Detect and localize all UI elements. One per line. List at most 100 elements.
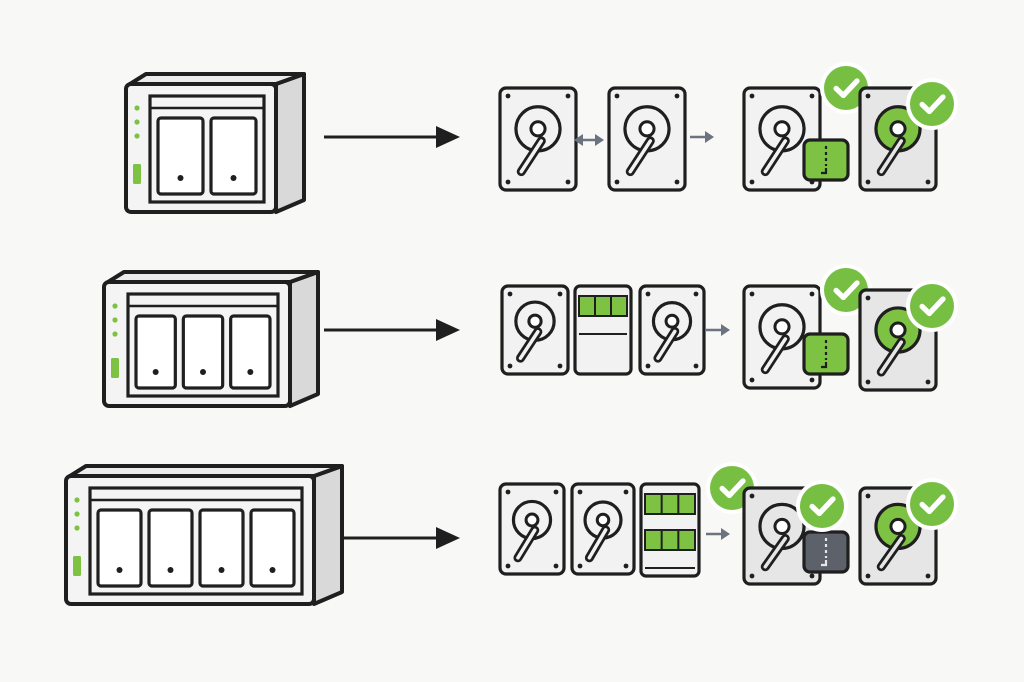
nas-3-bay-icon (102, 270, 320, 408)
arrow-right-icon (324, 126, 460, 148)
hdd-screw (507, 291, 513, 297)
hard-drive-check-icon (858, 78, 958, 192)
hdd-screw (674, 93, 680, 99)
hdd-screw (577, 489, 583, 495)
drive-bay (147, 508, 194, 588)
hard-drive-icon (500, 284, 570, 376)
storage-row-1 (124, 62, 958, 214)
hdd-screw (749, 377, 755, 383)
hdd-screw (577, 563, 583, 569)
hdd-screw (674, 179, 680, 185)
check-badge-icon (910, 284, 954, 328)
arrow-left-right-icon (574, 134, 604, 146)
bay-latch (218, 567, 225, 573)
hdd-screw (749, 493, 755, 499)
hard-drive-check-icon (858, 280, 958, 392)
hdd-screw (749, 179, 755, 185)
hdd-spindle (889, 517, 907, 535)
hdd-screw (809, 291, 815, 297)
parity-stripe (578, 295, 628, 317)
bay-frame (148, 94, 266, 204)
hard-drive-icon (498, 86, 578, 192)
hdd-screw (557, 291, 563, 297)
hdd-screw (865, 179, 871, 185)
hdd-spindle (664, 313, 680, 329)
parity-stripe (644, 493, 696, 515)
hard-drive-icon (638, 284, 706, 376)
bay-latch (200, 369, 206, 375)
hdd-screw (557, 363, 563, 369)
bay-latch (177, 175, 184, 181)
hdd-spindle (889, 120, 907, 138)
hdd-screw (553, 563, 559, 569)
hard-drive-icon (498, 482, 566, 576)
status-led (74, 525, 80, 531)
hdd-screw (623, 563, 629, 569)
power-indicator (111, 358, 119, 378)
nas-2-bay-icon (124, 72, 306, 214)
arrow-right-small-icon (690, 131, 714, 143)
hdd-screw (614, 179, 620, 185)
hdd-screw (925, 573, 931, 579)
hdd-screw (749, 291, 755, 297)
hdd-screw (809, 573, 815, 579)
parity-block-icon (573, 284, 633, 376)
hdd-screw (865, 493, 871, 499)
hdd-spindle (773, 517, 791, 535)
check-badge-icon (800, 484, 844, 528)
drive-bay (156, 116, 205, 196)
status-led (134, 105, 140, 111)
hdd-spindle (889, 321, 907, 339)
hdd-screw (505, 563, 511, 569)
bay-latch (167, 567, 174, 573)
arrow-right-icon (324, 319, 460, 341)
bay-latch (230, 175, 237, 181)
hdd-spindle (773, 120, 791, 138)
status-led (134, 133, 140, 139)
bay-frame (88, 486, 304, 596)
hdd-spindle (595, 512, 611, 528)
hdd-screw (925, 179, 931, 185)
hdd-screw (693, 291, 699, 297)
drive-bay (209, 116, 258, 196)
status-led (112, 331, 118, 337)
nas-4-bay-icon (64, 464, 344, 606)
hdd-screw (614, 93, 620, 99)
hdd-screw (809, 377, 815, 383)
hdd-screw (505, 93, 511, 99)
bay-latch (116, 567, 123, 573)
hdd-spindle (529, 120, 547, 138)
bay-latch (269, 567, 276, 573)
hdd-spindle (527, 313, 543, 329)
hdd-spindle (773, 318, 791, 336)
hdd-screw (865, 379, 871, 385)
storage-row-3 (64, 462, 958, 606)
hdd-screw (645, 363, 651, 369)
bay-frame (126, 292, 280, 398)
parity-stripe (644, 529, 696, 551)
hdd-screw (693, 363, 699, 369)
hard-drive-icon (607, 86, 687, 192)
status-led (112, 317, 118, 323)
hard-drive-check-icon (742, 62, 872, 192)
hdd-screw (623, 489, 629, 495)
check-badge-icon (910, 82, 954, 126)
status-led (74, 497, 80, 503)
hdd-screw (925, 379, 931, 385)
hdd-screw (865, 93, 871, 99)
status-led (74, 511, 80, 517)
power-indicator (133, 164, 141, 184)
arrow-right-small-icon (706, 324, 730, 336)
check-badge-icon (824, 66, 868, 110)
bay-latch (247, 369, 254, 375)
hdd-screw (505, 489, 511, 495)
hard-drive-check-icon (858, 478, 958, 586)
hdd-screw (749, 573, 755, 579)
arrow-right-icon (344, 527, 460, 549)
parity-block-icon (639, 482, 701, 578)
bay-latch (152, 369, 159, 375)
hdd-screw (505, 179, 511, 185)
drive-bay (249, 508, 296, 588)
